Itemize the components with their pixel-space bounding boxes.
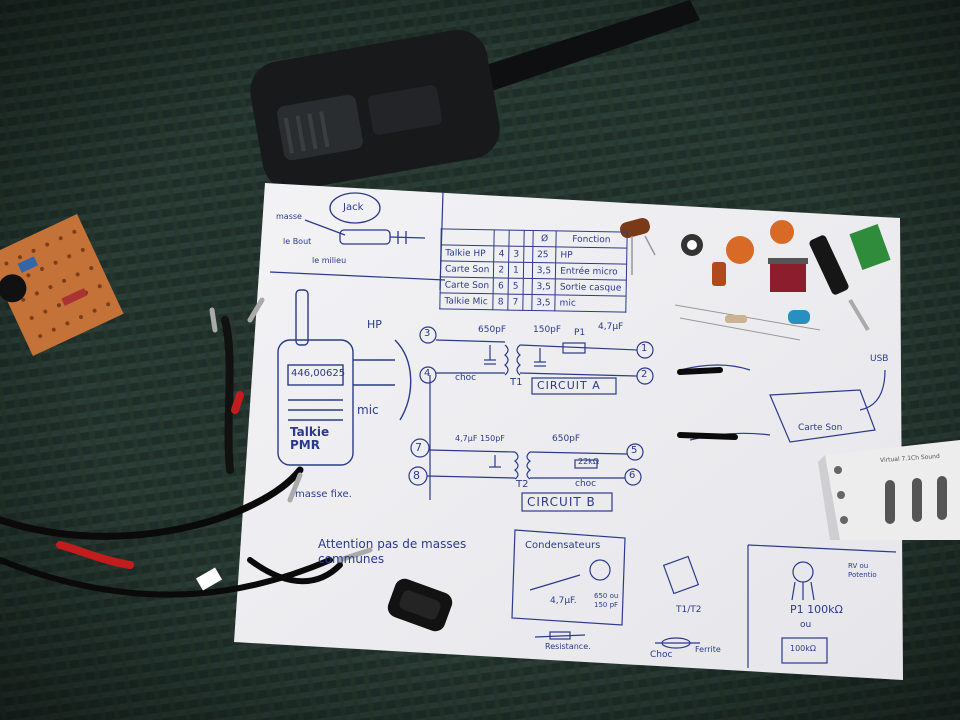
table-header-cell: Fonction: [556, 230, 627, 249]
circuit-b-res: 22kΩ: [578, 457, 599, 466]
jack-title: Jack: [343, 202, 364, 213]
label-milieu: le milieu: [312, 256, 347, 265]
circuit-a-title: CIRCUIT A: [537, 379, 601, 392]
circuit-a-cap2: 150pF: [533, 325, 562, 335]
condensateurs-title: Condensateurs: [525, 540, 601, 551]
circuit-a-cap1: 650pF: [478, 325, 507, 335]
mic-label: mic: [357, 403, 379, 417]
radio-freq: 446,00625: [291, 368, 346, 379]
circuit-b-caps-left: 4,7µF 150pF: [455, 434, 505, 443]
condensateurs-elec: 4,7µF.: [550, 596, 577, 606]
radio-drawing: [277, 289, 412, 466]
choc-label: Choc: [650, 650, 673, 660]
pot-title: RV ou Potentio: [848, 562, 877, 579]
fixe-note: masse fixe.: [295, 489, 352, 500]
pot-drawing: [781, 561, 828, 664]
circuit-b-node: 7: [415, 441, 422, 454]
table-header-cell: [509, 230, 525, 247]
ferrite-bead: [387, 578, 453, 632]
circuit-a-node: 1: [641, 343, 648, 354]
circuit-b-t2: T2: [516, 479, 529, 490]
hp-label: HP: [367, 318, 382, 331]
jack-drawing: [304, 192, 426, 245]
circuit-a-t1: T1: [510, 377, 523, 388]
pot-alt: 100kΩ: [790, 644, 817, 653]
circuit-a-pot: P1: [574, 328, 586, 338]
circuit-a-node: 2: [641, 369, 648, 380]
resistance-label: Resistance.: [545, 642, 591, 651]
circuit-a-choc: choc: [455, 373, 477, 383]
circuit-a-node: 3: [424, 328, 431, 339]
circuit-b-cap-right: 650pF: [552, 434, 581, 444]
table-header-cell: Ø: [532, 230, 557, 247]
table-header-cell: [523, 230, 534, 247]
cables: [0, 297, 738, 598]
usb-soundcard-device: [818, 440, 960, 540]
circuit-b-node: 6: [629, 470, 636, 481]
circuit-a-elec: 4,7µF: [598, 322, 624, 332]
pot-or: ou: [800, 620, 812, 630]
pot-value: P1 100kΩ: [790, 603, 843, 616]
soundcard-sketch: [769, 369, 886, 443]
table-header-cell: [494, 229, 510, 247]
label-bout: le Bout: [283, 237, 312, 246]
component-sketches: [534, 364, 771, 649]
radio-text: Talkie PMR: [290, 425, 330, 452]
circuit-b-choc: choc: [575, 479, 597, 489]
t-label: T1/T2: [676, 605, 702, 615]
warning-note: Attention pas de masses communes: [318, 537, 467, 566]
carte-son-label: Carte Son: [798, 423, 843, 433]
usb-label: USB: [870, 354, 889, 364]
condensateurs-ceram: 650 ou 150 pF: [594, 592, 619, 609]
paper-sheet: [234, 183, 903, 680]
circuit-b-node: 5: [631, 445, 638, 456]
label-masse: masse: [276, 212, 302, 221]
circuit-a-node: 4: [424, 368, 431, 379]
condensateurs-box: [511, 529, 626, 626]
circuit-b-title: CIRCUIT B: [527, 495, 596, 509]
pcb-board: [0, 214, 124, 356]
walkie-talkie: [250, 0, 700, 191]
circuit-a-drawing: [419, 326, 654, 395]
circuit-b-node: 8: [413, 469, 420, 482]
ferrite-label: Ferrite: [695, 645, 721, 654]
table-header-cell: [440, 228, 495, 246]
real-components: [620, 217, 891, 341]
circuit-b-drawing: [408, 438, 644, 512]
